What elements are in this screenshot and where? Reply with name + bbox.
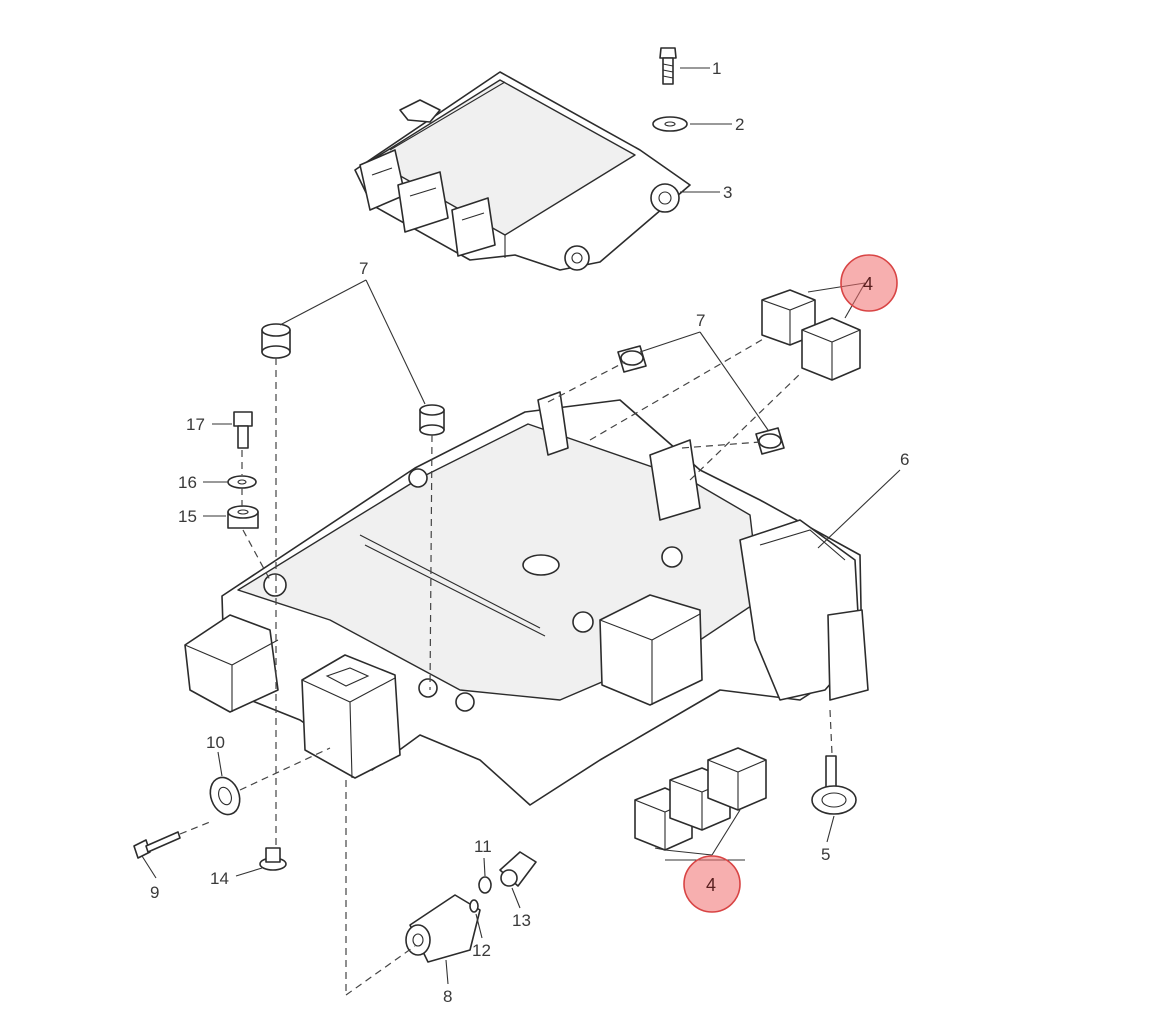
relay-trio-bottom [634, 747, 767, 851]
callout-15: 15 [178, 507, 197, 526]
control-module [354, 71, 691, 271]
highlight-circle-bottom [683, 855, 741, 913]
callout-4-bottom: 4 [706, 875, 716, 895]
washer-10-part [209, 776, 241, 816]
sensor-8-part [405, 894, 481, 963]
callout-7-left: 7 [359, 259, 368, 278]
callout-5: 5 [821, 845, 830, 864]
callout-8: 8 [443, 987, 452, 1006]
connector-13-part [499, 851, 537, 887]
callout-17: 17 [186, 415, 205, 434]
callout-4-top: 4 [863, 274, 873, 294]
callout-7-right: 7 [696, 311, 705, 330]
washer-12-part [469, 899, 479, 913]
callout-6: 6 [900, 450, 909, 469]
nut-11-part [478, 876, 492, 894]
screw-9-part [133, 831, 181, 859]
callout-13: 13 [512, 911, 531, 930]
callout-2: 2 [735, 115, 744, 134]
assembly-lines [179, 337, 833, 996]
ground-clamp-5-part [811, 755, 857, 815]
screw-14-part [259, 847, 287, 871]
nut-15-part [227, 505, 259, 529]
leader-lines [141, 67, 901, 985]
callout-10: 10 [206, 733, 225, 752]
callout-1: 1 [712, 59, 721, 78]
washer-2-part [652, 116, 688, 132]
callout-9: 9 [150, 883, 159, 902]
callout-11: 11 [474, 837, 492, 856]
bolt-1-part [659, 47, 677, 85]
screw-17-part [233, 411, 253, 449]
main-bracket [184, 391, 869, 806]
highlight-circle-top-right [840, 254, 898, 312]
callout-16: 16 [178, 473, 197, 492]
callout-14: 14 [210, 869, 229, 888]
relay-pair-top [761, 289, 861, 381]
callout-12: 12 [472, 941, 491, 960]
callout-3: 3 [723, 183, 732, 202]
washer-16-part [227, 475, 257, 489]
